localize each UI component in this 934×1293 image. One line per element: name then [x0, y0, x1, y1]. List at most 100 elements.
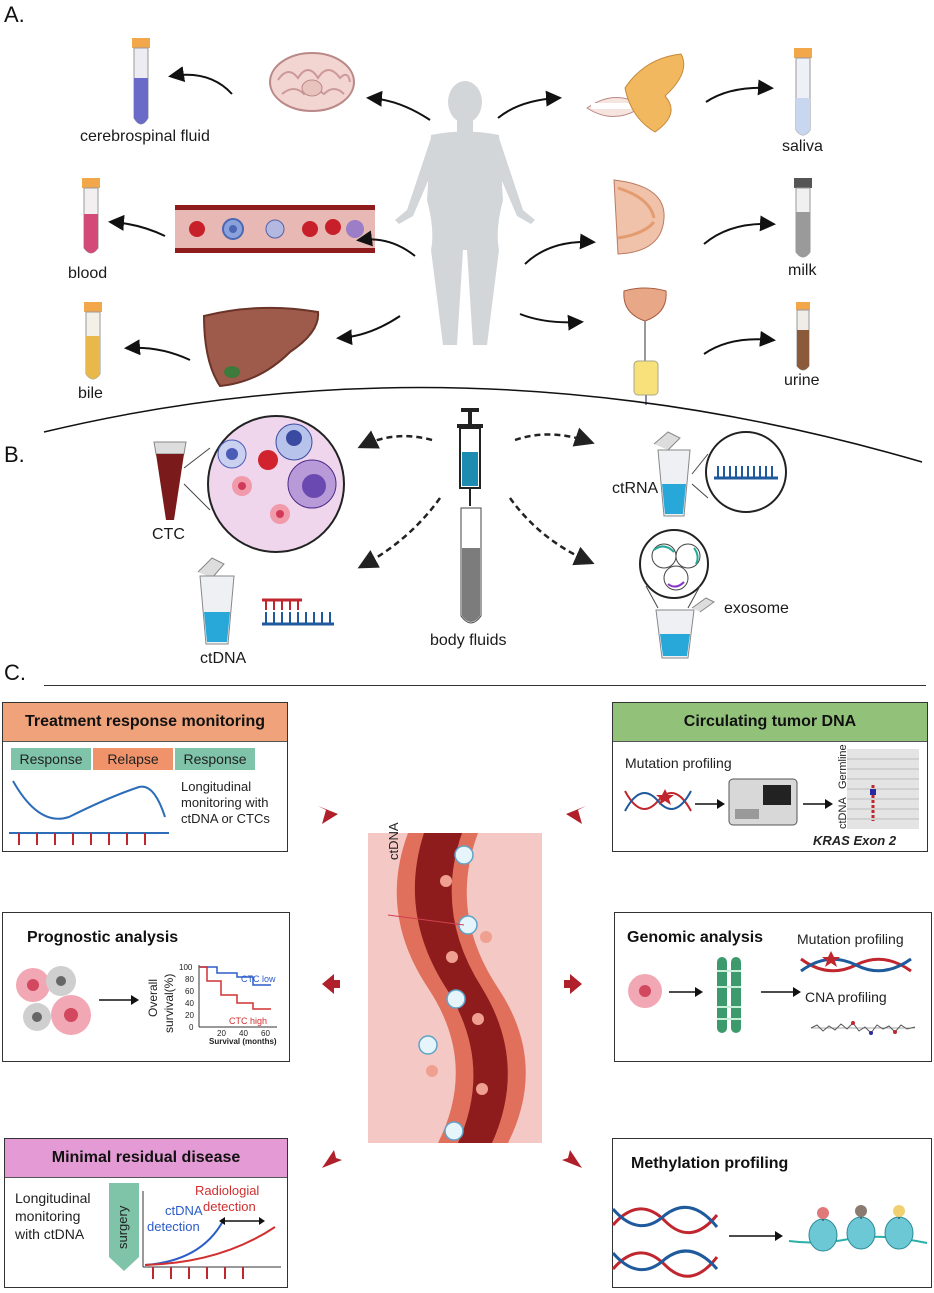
arrow-icon: [695, 799, 725, 809]
km-ylabel-1: Overall: [146, 978, 160, 1017]
phase-response-2: Response: [175, 748, 255, 770]
exosome-icon: [639, 529, 715, 659]
km-ytick-100: 100: [179, 963, 193, 972]
brain-icon: [269, 52, 355, 112]
circulating-mutation-label: Mutation profiling: [625, 755, 732, 771]
ctc-tube-icon: [153, 441, 187, 520]
km-ylabel-2: survival(%): [162, 973, 176, 1033]
phase-response-1: Response: [11, 748, 91, 770]
section-b-arrows: [357, 427, 595, 569]
treatment-response-panel: Treatment response monitoring Response R…: [2, 702, 288, 852]
bile-label: bile: [78, 385, 103, 402]
km-xtick-40: 40: [239, 1029, 248, 1038]
circulating-title: Circulating tumor DNA: [613, 703, 927, 742]
salivary-gland-icon: [586, 53, 685, 133]
blood-vessel-icon: [175, 205, 375, 253]
urine-label: urine: [784, 372, 820, 389]
km-ytick-60: 60: [185, 987, 194, 996]
arrow-icon: [99, 995, 139, 1005]
arrow-icon: [761, 987, 801, 997]
ctc-high-label: CTC high: [229, 1016, 268, 1026]
ctdna-tube-icon: [197, 557, 235, 645]
mrd-curves: [142, 1191, 281, 1279]
dna-helix-icon: [800, 951, 912, 973]
radio-detection-1: Radiologial: [195, 1183, 260, 1198]
ctrna-label: ctRNA: [612, 480, 659, 497]
surgery-chevron: [109, 1183, 139, 1271]
tube-icon: [794, 178, 812, 258]
ctdna-detection-2: detection: [147, 1219, 200, 1234]
mrd-text-2: monitoring: [15, 1208, 81, 1224]
surgery-label: surgery: [115, 1205, 130, 1249]
km-ytick-20: 20: [185, 1011, 194, 1020]
mrd-title: Minimal residual disease: [5, 1139, 287, 1178]
tube-icon: [132, 38, 150, 125]
treatment-text-3: ctDNA or CTCs: [181, 811, 270, 826]
exosome-label: exosome: [724, 600, 789, 617]
treatment-response-title: Treatment response monitoring: [3, 703, 287, 742]
mrd-text-3: with ctDNA: [15, 1226, 85, 1242]
km-xtick-20: 20: [217, 1029, 226, 1038]
milk-label: milk: [788, 262, 817, 279]
germline-axis-label: Germline: [837, 744, 849, 789]
chromosome-icon: [717, 957, 741, 1033]
treatment-text-2: monitoring with: [181, 795, 269, 810]
km-ytick-0: 0: [189, 1023, 194, 1032]
syringe-icon: [457, 408, 483, 506]
methylation-profiling-panel: Methylation profiling: [611, 1138, 932, 1288]
dna-helix-icon: [611, 1205, 719, 1278]
csf-label: cerebrospinal fluid: [80, 128, 210, 145]
ctdna-axis-label: ctDNA: [837, 797, 849, 829]
nucleosome-icon: [788, 1205, 928, 1252]
body-fluids-label: body fluids: [430, 632, 507, 649]
radio-detection-2: detection: [203, 1199, 256, 1214]
ctdna-label-b: ctDNA: [200, 650, 247, 667]
arrow-icon: [729, 1231, 783, 1241]
ctc-magnified-icon: [183, 415, 345, 553]
tube-icon: [84, 302, 102, 380]
liver-icon: [202, 306, 320, 388]
circulating-tumor-dna-panel: Circulating tumor DNA Mutation profiling…: [612, 702, 928, 852]
km-xlabel: Survival (months): [209, 1037, 277, 1046]
bladder-icon: [623, 287, 667, 405]
cna-plot-icon: [810, 1021, 916, 1035]
kras-label: KRAS Exon 2: [813, 833, 897, 848]
section-a-label: A.: [4, 2, 25, 27]
section-c-label: C.: [4, 660, 26, 685]
blood-vessel-cross-section: [368, 833, 542, 1143]
treatment-text-1: Longitudinal: [181, 779, 252, 794]
ctc-low-label: CTC low: [241, 974, 276, 984]
dna-fragment-icon: [262, 598, 334, 626]
human-body-icon: [395, 81, 535, 345]
arrow-icon: [803, 799, 833, 809]
arrow-icon: [669, 987, 703, 997]
ctdna-curve: [9, 780, 169, 845]
ctc-label: CTC: [152, 526, 185, 543]
sequencing-trace-icon: [847, 749, 919, 829]
mrd-text-1: Longitudinal: [15, 1190, 91, 1206]
cna-label: CNA profiling: [805, 989, 887, 1005]
km-ytick-80: 80: [185, 975, 194, 984]
km-ytick-40: 40: [185, 999, 194, 1008]
section-divider-arc: [43, 386, 923, 463]
breast-icon: [613, 179, 665, 255]
ctrna-tube-icon: [653, 431, 691, 517]
ctrna-magnified-icon: [691, 431, 787, 513]
section-c-divider: [44, 685, 926, 686]
tumor-cell-icon: [628, 974, 662, 1008]
km-survival-plot: [198, 965, 277, 1028]
prognostic-analysis-panel: Prognostic analysis Overall survival(%) …: [2, 912, 290, 1062]
minimal-residual-disease-panel: Minimal residual disease Longitudinal mo…: [4, 1138, 288, 1288]
section-a-arrows: [108, 66, 776, 361]
tube-icon: [796, 302, 810, 371]
ctdna-detection-1: ctDNA: [165, 1203, 203, 1218]
section-b-label: B.: [4, 442, 25, 467]
dna-helix-icon: [624, 789, 692, 812]
genomic-title: Genomic analysis: [627, 929, 764, 946]
sequencer-icon: [728, 778, 798, 826]
genomic-analysis-panel: Genomic analysis Mutation profiling CNA …: [614, 912, 932, 1062]
saliva-label: saliva: [782, 138, 823, 155]
genomic-mutation-label: Mutation profiling: [797, 931, 904, 947]
tube-icon: [82, 178, 100, 254]
